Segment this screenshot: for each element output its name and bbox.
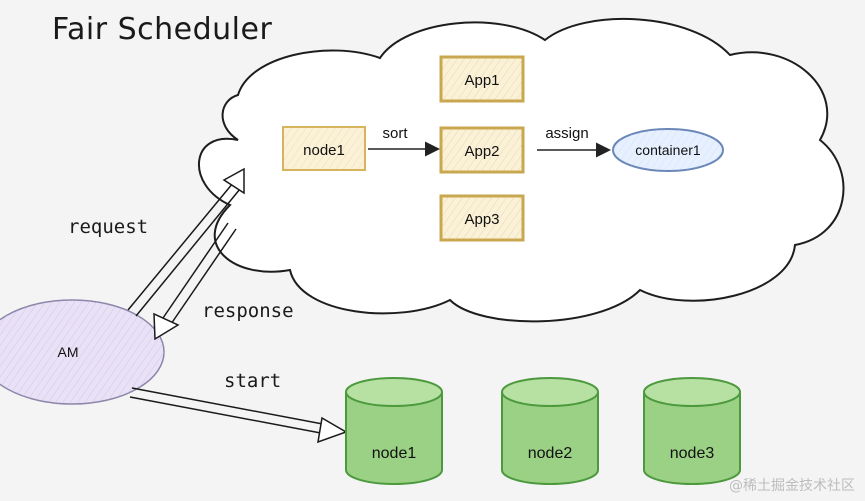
node1-box: node1 — [282, 126, 366, 171]
request-label: request — [68, 216, 149, 238]
app2-box: App2 — [439, 126, 525, 174]
cluster-node1-cylinder: node1 — [345, 377, 443, 485]
diagram-title: Fair Scheduler — [52, 12, 273, 47]
cluster-node2-label: node2 — [528, 445, 573, 462]
container1-label: container1 — [635, 142, 701, 158]
cluster-node2-cylinder: node2 — [501, 377, 599, 485]
app1-box: App1 — [439, 55, 525, 103]
start-arrow — [129, 387, 348, 444]
am-node: AM — [0, 299, 165, 405]
container1-node: container1 — [612, 128, 724, 172]
response-arrow — [153, 222, 237, 341]
start-label: start — [224, 370, 282, 392]
request-arrow — [127, 167, 245, 317]
response-label: response — [202, 300, 294, 322]
cluster-node3-cylinder: node3 — [643, 377, 741, 485]
app3-box: App3 — [439, 194, 525, 242]
am-label: AM — [58, 344, 79, 360]
app2-label: App2 — [464, 143, 499, 160]
app1-label: App1 — [464, 72, 499, 89]
cluster-node3-label: node3 — [670, 445, 715, 462]
sort-label: sort — [382, 125, 408, 142]
node1-box-label: node1 — [303, 142, 345, 159]
watermark: @稀土掘金技术社区 — [729, 478, 855, 494]
assign-label: assign — [545, 125, 588, 142]
app3-label: App3 — [464, 211, 499, 228]
cluster-node1-label: node1 — [372, 445, 417, 462]
